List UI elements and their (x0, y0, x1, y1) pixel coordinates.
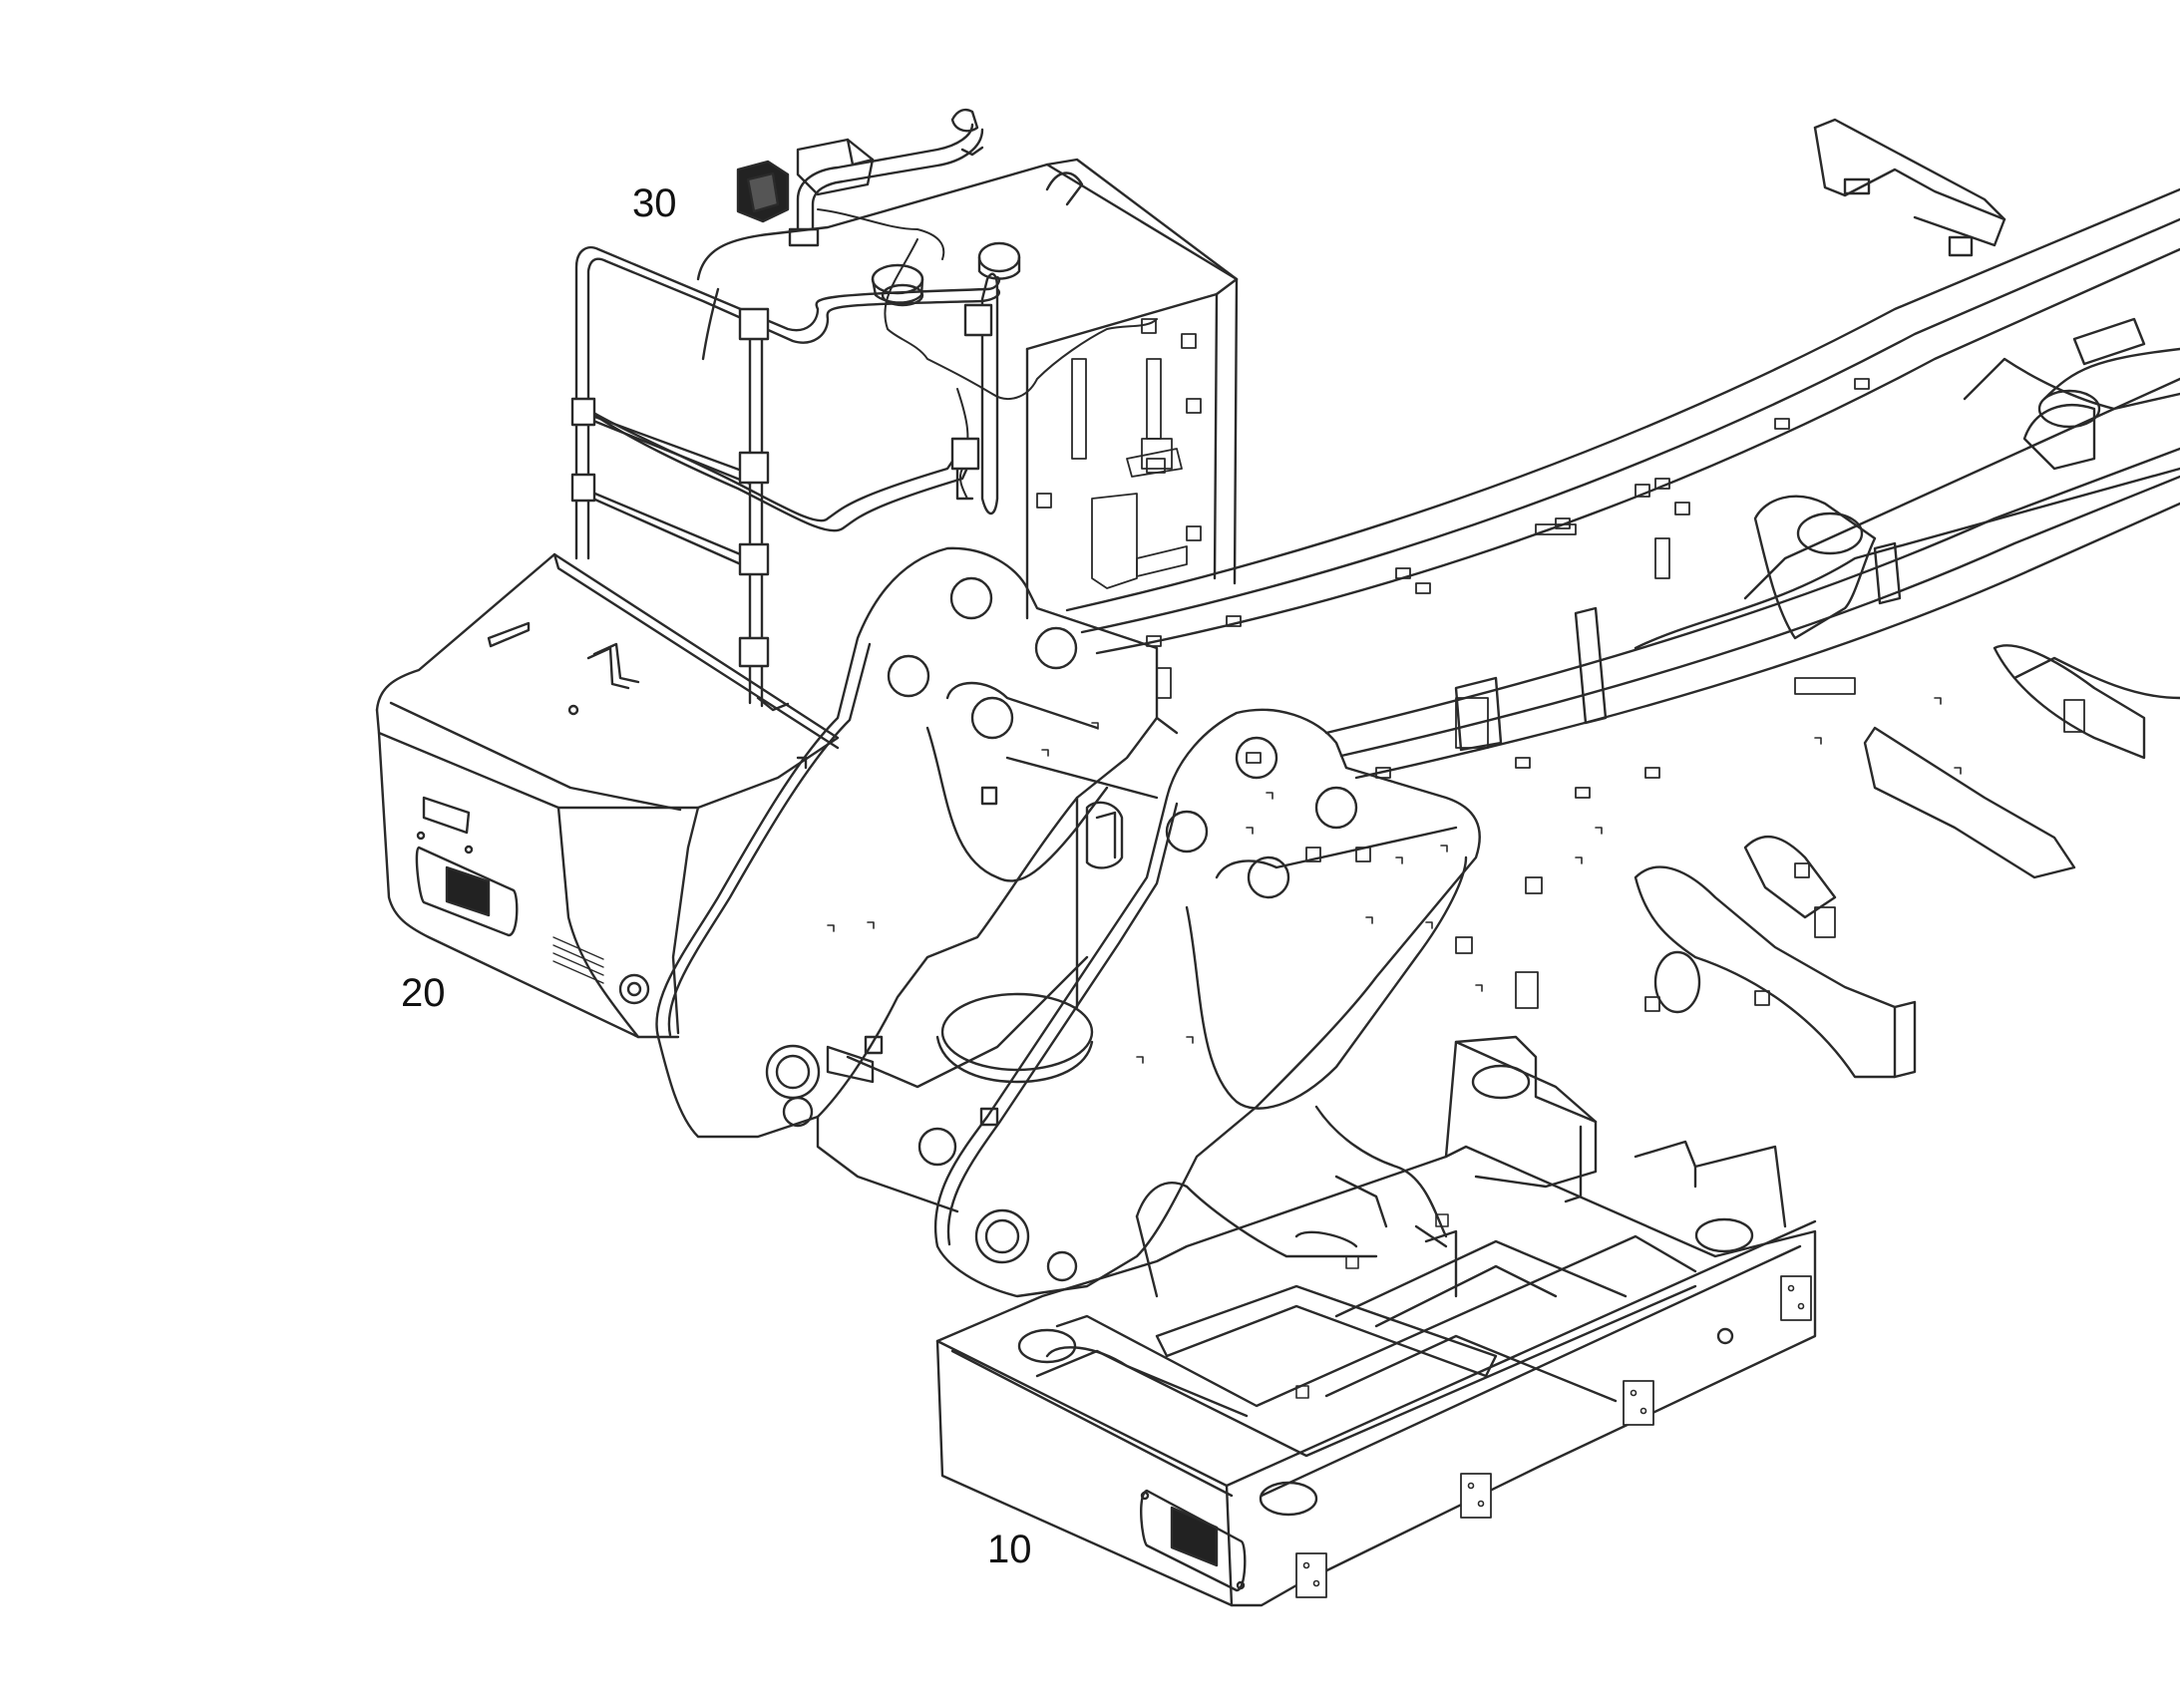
hydraulic-tank (696, 108, 1239, 620)
callout-label-20: 20 (401, 971, 446, 1015)
battery-step-box (375, 552, 840, 1039)
chassis-frame (1065, 118, 2180, 1079)
base-frame-counterweight (935, 1035, 1817, 1607)
callout-label-10: 10 (987, 1528, 1032, 1571)
boom-support-plates (655, 546, 1481, 1298)
fasteners (827, 697, 1962, 1064)
access-ladder-rail (570, 245, 1001, 712)
callout-label-30: 30 (632, 181, 677, 225)
